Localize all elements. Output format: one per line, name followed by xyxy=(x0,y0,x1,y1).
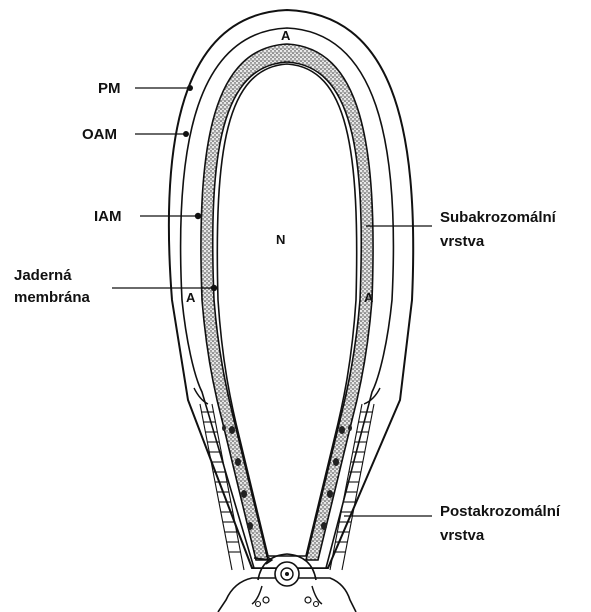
label-jaderna-membrana-line1: Jaderná xyxy=(14,267,72,284)
label-acrosome-left: A xyxy=(186,290,196,305)
nuclear-membrane-dot xyxy=(211,285,217,291)
label-pm: PM xyxy=(98,80,121,97)
oam-dot xyxy=(183,131,189,137)
label-subakrozomalni-line1: Subakrozomální xyxy=(440,209,557,226)
pm-dot xyxy=(187,85,193,91)
label-postakrozomalni-line1: Postakrozomální xyxy=(440,503,561,520)
label-postakrozomalni-line2: vrstva xyxy=(440,527,485,544)
label-oam: OAM xyxy=(82,126,117,143)
label-iam: IAM xyxy=(94,208,122,225)
label-jaderna-membrana-line2: membrána xyxy=(14,289,91,306)
label-acrosome-right: A xyxy=(364,290,374,305)
iam-dot xyxy=(195,213,201,219)
label-subakrozomalni-line2: vrstva xyxy=(440,233,485,250)
label-nucleus: N xyxy=(276,232,285,247)
label-acrosome-top: A xyxy=(281,28,291,43)
